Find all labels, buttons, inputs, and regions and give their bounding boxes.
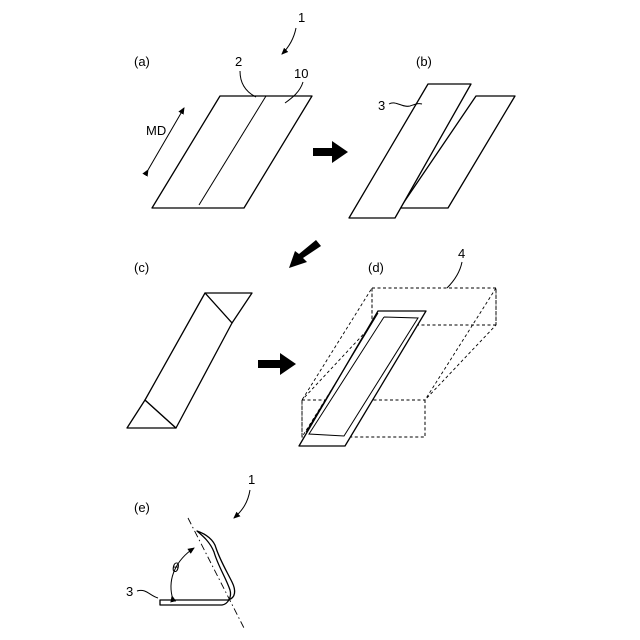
panel-e-label: (e): [134, 500, 150, 515]
reference-axis: [188, 518, 244, 628]
panel-b-label: (b): [416, 54, 432, 69]
panel-a: (a) 2 10 MD: [134, 54, 312, 208]
ref-3-e-leader: [137, 590, 158, 598]
md-label: MD: [146, 123, 166, 138]
ref-1-e-pointer: [234, 490, 250, 518]
arrow-c-to-d: [258, 353, 296, 375]
ref-10-label: 10: [294, 66, 308, 81]
panel-c-label: (c): [134, 260, 149, 275]
panel-a-label: (a): [134, 54, 150, 69]
ref-2-leader: [240, 71, 256, 97]
ref-10-leader: [285, 82, 303, 103]
panel-b: (b) 3: [349, 54, 515, 218]
panel-d-label: (d): [368, 260, 384, 275]
ref-3-e-label: 3: [126, 584, 133, 599]
arrow-b-to-c: [289, 240, 321, 268]
folded-strip: [145, 293, 232, 428]
ref-1-top-pointer: [282, 28, 296, 54]
panel-e: (e) 1 θ 3: [126, 472, 255, 628]
md-arrow: [148, 108, 184, 170]
panel-c: (c): [127, 260, 252, 428]
ref-4-label: 4: [458, 246, 465, 261]
ref-4-leader: [447, 262, 462, 288]
ref-1-e-label: 1: [248, 472, 255, 487]
sheet-3: [349, 84, 471, 218]
packaged-sheet: [299, 311, 426, 446]
ref-3-label: 3: [378, 98, 385, 113]
ref-2-label: 2: [235, 54, 242, 69]
panel-d: (d) 4: [299, 246, 496, 446]
theta-label: θ: [172, 560, 179, 575]
ref-1-top: 1: [298, 10, 305, 25]
arrow-a-to-b: [313, 141, 348, 163]
